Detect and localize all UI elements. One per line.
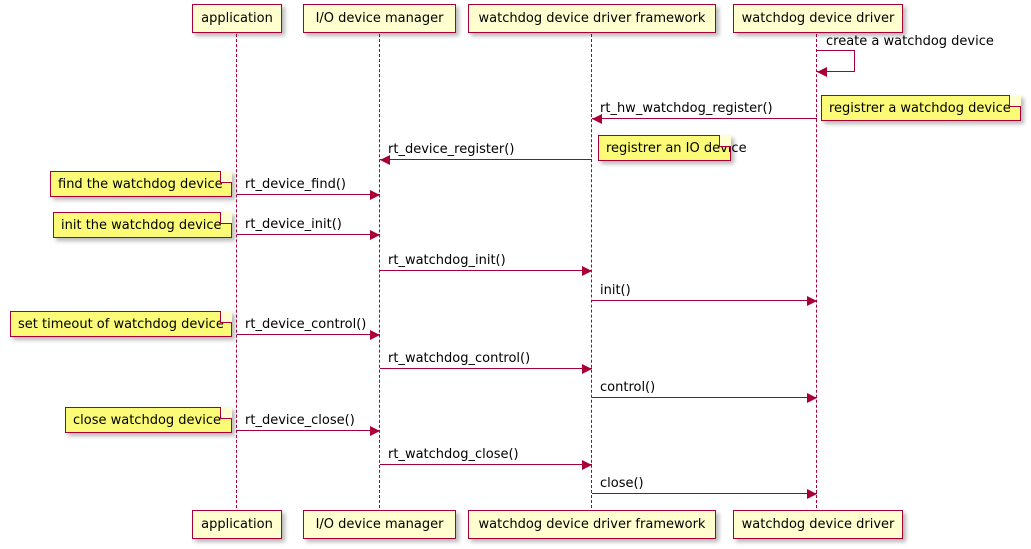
arrowhead-m13 xyxy=(807,489,817,499)
message-label-m9: rt_watchdog_control() xyxy=(388,351,531,366)
message-label-m6: rt_watchdog_init() xyxy=(388,253,506,268)
message-label-m2: rt_hw_watchdog_register() xyxy=(600,101,773,116)
message-line-m8[interactable] xyxy=(237,334,380,335)
message-line-m9[interactable] xyxy=(380,368,592,369)
participant-header-application[interactable]: application xyxy=(192,4,282,33)
participant-label: watchdog device driver framework xyxy=(478,11,706,26)
message-line-m4[interactable] xyxy=(237,194,380,195)
arrowhead-m12 xyxy=(582,460,592,470)
message-label-m4: rt_device_find() xyxy=(245,177,346,192)
note-label: close watchdog device xyxy=(73,412,221,428)
note-n2[interactable]: registrer an IO device xyxy=(598,135,747,161)
message-line-m10[interactable] xyxy=(592,397,817,398)
message-line-m7[interactable] xyxy=(592,300,817,301)
lifeline-application xyxy=(236,34,237,508)
participant-footer-framework[interactable]: watchdog device driver framework xyxy=(468,510,716,539)
participant-footer-driver[interactable]: watchdog device driver xyxy=(733,510,903,539)
message-label-m10: control() xyxy=(600,380,656,395)
note-label: registrer an IO device xyxy=(606,140,747,156)
participant-label: application xyxy=(201,11,273,26)
message-label-m3: rt_device_register() xyxy=(388,142,515,157)
participant-header-driver[interactable]: watchdog device driver xyxy=(733,4,903,33)
arrowhead-m7 xyxy=(807,296,817,306)
note-fold-corner-icon xyxy=(719,135,731,147)
note-label: registrer a watchdog device xyxy=(829,100,1011,116)
lifeline-driver xyxy=(816,34,817,508)
arrowhead-m9 xyxy=(582,364,592,374)
arrowhead-m2 xyxy=(592,114,602,124)
arrowhead-m11 xyxy=(370,426,380,436)
note-fold-corner-icon xyxy=(220,311,232,323)
arrowhead-m1 xyxy=(817,67,827,77)
note-n4[interactable]: init the watchdog device xyxy=(53,212,232,238)
participant-label: I/O device manager xyxy=(315,517,444,532)
arrowhead-m8 xyxy=(370,330,380,340)
note-label: set timeout of watchdog device xyxy=(18,316,224,332)
note-n5[interactable]: set timeout of watchdog device xyxy=(10,311,232,337)
message-label-m11: rt_device_close() xyxy=(245,413,355,428)
arrowhead-m4 xyxy=(370,190,380,200)
participant-header-framework[interactable]: watchdog device driver framework xyxy=(468,4,716,33)
note-fold-corner-icon xyxy=(1009,95,1021,107)
participant-label: watchdog device driver xyxy=(741,517,895,532)
note-n1[interactable]: registrer a watchdog device xyxy=(821,95,1021,121)
participant-label: application xyxy=(201,517,273,532)
message-label-m1: create a watchdog device xyxy=(826,34,994,49)
note-n3[interactable]: find the watchdog device xyxy=(50,171,232,197)
message-label-m13: close() xyxy=(600,476,644,491)
note-fold-corner-icon xyxy=(220,171,232,183)
participant-label: I/O device manager xyxy=(315,11,444,26)
participant-footer-application[interactable]: application xyxy=(192,510,282,539)
arrowhead-m6 xyxy=(582,266,592,276)
lifeline-iomanager xyxy=(379,34,380,508)
message-line-m5[interactable] xyxy=(237,234,380,235)
message-line-m13[interactable] xyxy=(592,493,817,494)
participant-label: watchdog device driver framework xyxy=(478,517,706,532)
participant-label: watchdog device driver xyxy=(741,11,895,26)
message-label-m8: rt_device_control() xyxy=(245,317,367,332)
arrowhead-m5 xyxy=(370,230,380,240)
participant-footer-iomanager[interactable]: I/O device manager xyxy=(303,510,456,539)
message-line-m3[interactable] xyxy=(380,159,592,160)
note-label: find the watchdog device xyxy=(58,176,223,192)
message-line-m11[interactable] xyxy=(237,430,380,431)
note-n6[interactable]: close watchdog device xyxy=(65,407,232,433)
message-label-m5: rt_device_init() xyxy=(245,217,342,232)
note-fold-corner-icon xyxy=(220,212,232,224)
arrowhead-m10 xyxy=(807,393,817,403)
message-line-m6[interactable] xyxy=(380,270,592,271)
arrowhead-m3 xyxy=(380,155,390,165)
participant-header-iomanager[interactable]: I/O device manager xyxy=(303,4,456,33)
message-line-m12[interactable] xyxy=(380,464,592,465)
message-label-m7: init() xyxy=(600,283,631,298)
message-line-m2[interactable] xyxy=(592,118,817,119)
note-label: init the watchdog device xyxy=(61,217,222,233)
note-fold-corner-icon xyxy=(220,407,232,419)
message-label-m12: rt_watchdog_close() xyxy=(388,447,519,462)
self-message-m1[interactable] xyxy=(817,50,855,72)
